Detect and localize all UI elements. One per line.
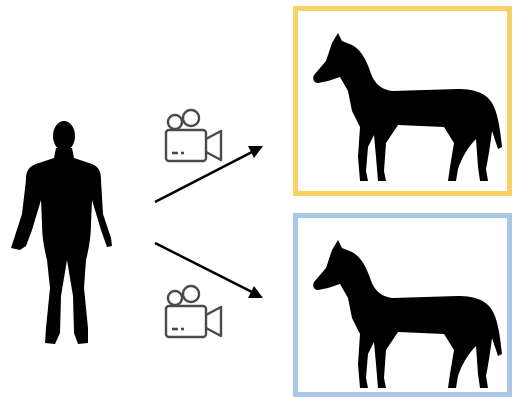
- arrow-bottom-head: [248, 286, 263, 298]
- video-camera-icon: [164, 284, 223, 339]
- arrow-top: [154, 150, 253, 204]
- video-camera-icon: [164, 108, 223, 163]
- arrow-bottom: [154, 241, 253, 294]
- horse-silhouette-icon: [313, 33, 502, 181]
- view-frame-bottom: [293, 213, 512, 397]
- view-frame-top: [293, 6, 512, 196]
- arrow-top-head: [248, 146, 263, 158]
- horse-silhouette-icon: [313, 240, 502, 388]
- human-silhouette-icon: [11, 121, 112, 344]
